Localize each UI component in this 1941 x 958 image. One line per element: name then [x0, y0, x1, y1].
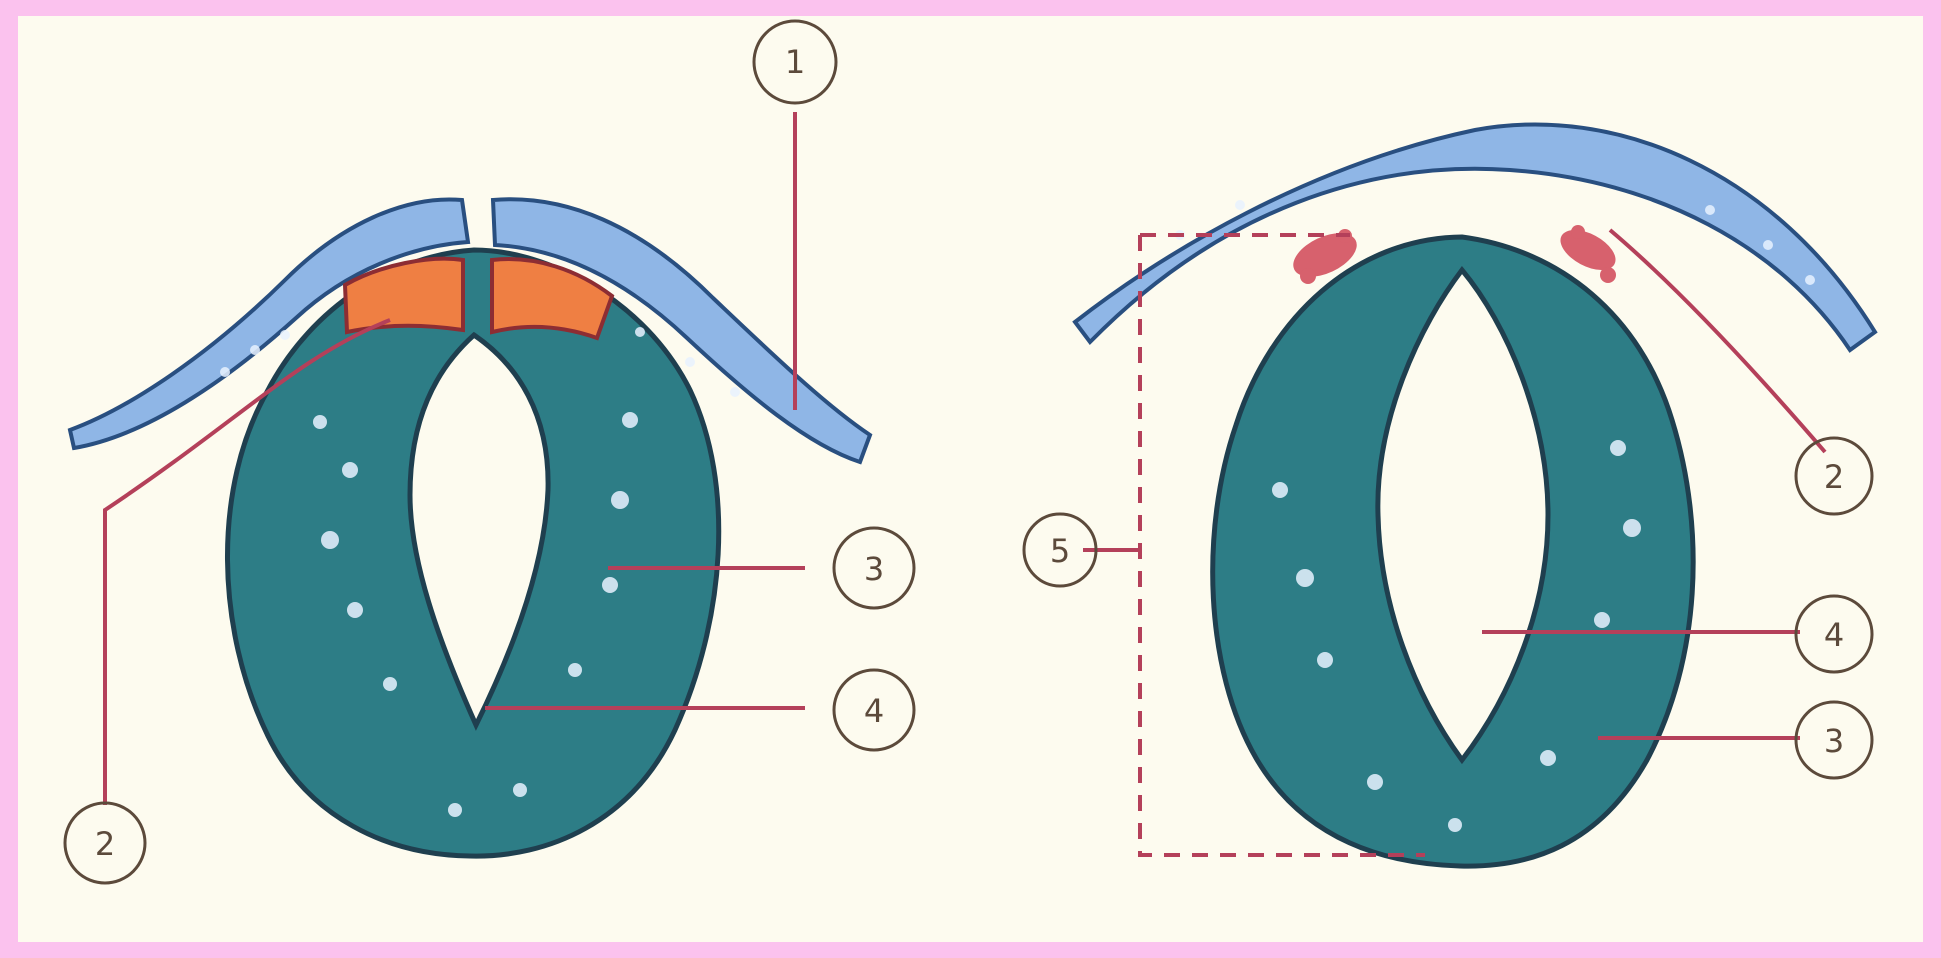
- left-stage: 1 2 3 4: [65, 21, 914, 883]
- svg-text:5: 5: [1050, 532, 1070, 570]
- svg-text:1: 1: [785, 43, 805, 81]
- left-label-1: 1: [754, 21, 836, 103]
- right-neural-tube: [1213, 237, 1693, 866]
- svg-text:2: 2: [1824, 458, 1844, 496]
- left-label-3: 3: [834, 528, 914, 608]
- right-label-2: 2: [1796, 438, 1872, 514]
- left-neural-tube: [227, 250, 718, 856]
- svg-text:4: 4: [1824, 616, 1844, 654]
- right-callout-lines: [1083, 230, 1825, 738]
- left-label-4: 4: [834, 670, 914, 750]
- svg-text:4: 4: [864, 692, 884, 730]
- svg-text:3: 3: [1824, 722, 1844, 760]
- right-label-3: 3: [1796, 702, 1872, 778]
- svg-text:2: 2: [95, 825, 115, 863]
- svg-text:3: 3: [864, 550, 884, 588]
- right-label-4: 4: [1796, 596, 1872, 672]
- right-stage: 2 4 3 5: [1024, 125, 1875, 867]
- left-label-2: 2: [65, 803, 145, 883]
